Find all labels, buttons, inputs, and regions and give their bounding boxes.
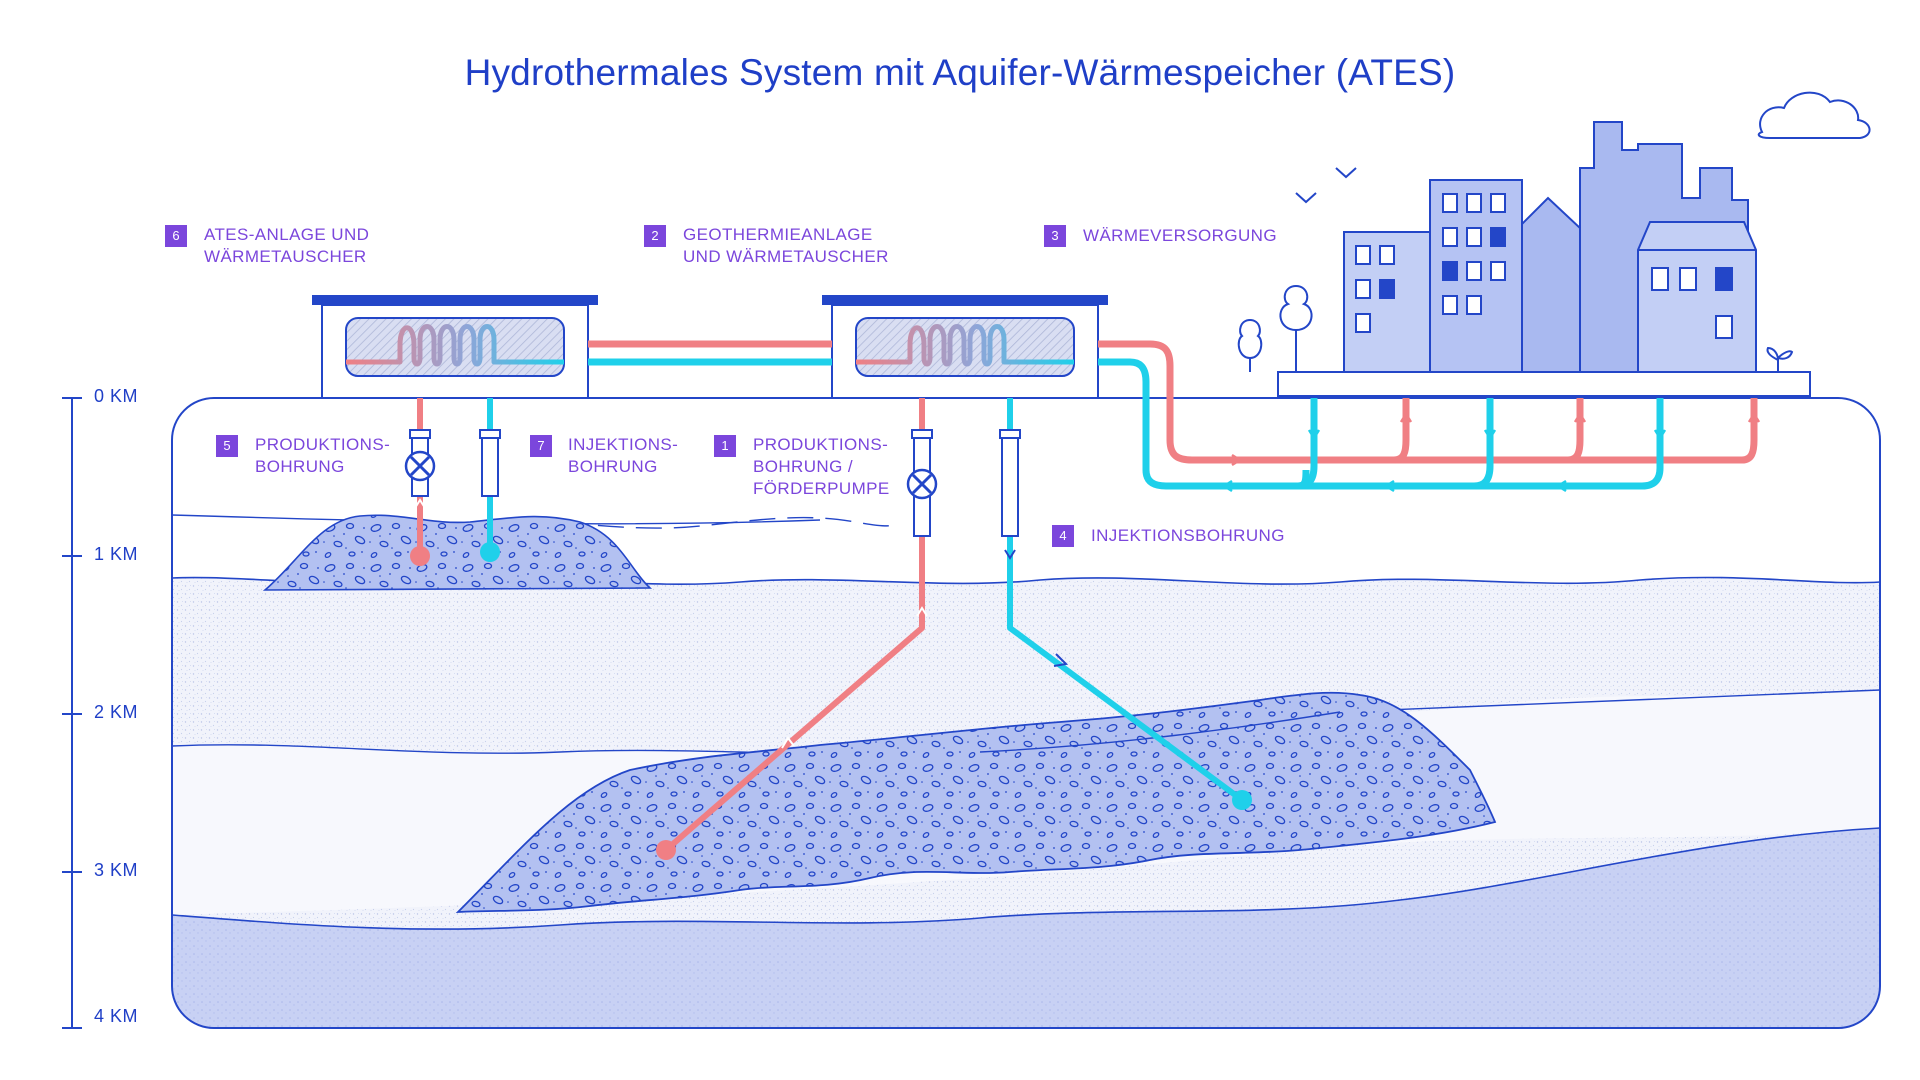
label-ates-plant: ATES-ANLAGE UND WÄRMETAUSCHER: [204, 224, 369, 268]
heat-exchanger-coil-icon: [856, 324, 1074, 367]
bird-icon: [1295, 192, 1317, 204]
geothermal-injection-well: [999, 398, 1252, 810]
label-line: INJEKTIONS-: [568, 435, 679, 454]
depth-scale: [62, 397, 82, 1029]
label-line: WÄRMETAUSCHER: [204, 247, 367, 266]
label-line: BOHRUNG: [568, 457, 658, 476]
depth-label-4: 4 KM: [94, 1006, 139, 1026]
city: [1277, 121, 1811, 397]
plant-icon: [1766, 346, 1794, 372]
deep-aquifer: [455, 691, 1497, 914]
depth-label-1: 1 KM: [94, 544, 139, 564]
label-line: BOHRUNG /: [753, 457, 853, 476]
label-badge-5: 5: [216, 435, 238, 457]
label-line: GEOTHERMIEANLAGE: [683, 225, 873, 244]
heat-exchanger-coil-icon: [346, 324, 564, 367]
label-line: INJEKTIONSBOHRUNG: [1091, 526, 1285, 545]
flow-arrows: [1221, 411, 1761, 493]
diagram-title: Hydrothermales System mit Aquifer-Wärmes…: [464, 52, 1456, 93]
label-ates-production-well: PRODUKTIONS- BOHRUNG: [255, 434, 390, 478]
subsurface: [172, 398, 1880, 1028]
label-heat-supply: WÄRMEVERSORGUNG: [1083, 225, 1277, 247]
label-geothermal-injection-well: INJEKTIONSBOHRUNG: [1091, 525, 1285, 547]
pump-icon: [906, 468, 938, 500]
pump-icon: [404, 450, 436, 482]
label-geothermal-production-well: PRODUKTIONS- BOHRUNG / FÖRDERPUMPE: [753, 434, 890, 500]
bird-icon: [1335, 167, 1357, 179]
label-line: BOHRUNG: [255, 457, 345, 476]
label-badge-4: 4: [1052, 525, 1074, 547]
label-badge-1: 1: [714, 435, 736, 457]
geothermal-production-well: [656, 398, 938, 860]
shallow-aquifer: [262, 514, 653, 591]
tree-icon: [1237, 284, 1313, 372]
plant-connection-pipes: [588, 340, 832, 366]
district-heating-network: [1098, 340, 1758, 490]
depth-label-0: 0 KM: [94, 386, 139, 406]
label-line: WÄRMEVERSORGUNG: [1083, 226, 1277, 245]
label-badge-2: 2: [644, 225, 666, 247]
deep-layer: [172, 828, 1880, 1028]
label-line: UND WÄRMETAUSCHER: [683, 247, 889, 266]
label-line: PRODUKTIONS-: [255, 435, 391, 454]
cloud-icon: [1757, 91, 1871, 139]
label-geothermal-plant: GEOTHERMIEANLAGE UND WÄRMETAUSCHER: [683, 224, 889, 268]
label-badge-3: 3: [1044, 225, 1066, 247]
label-line: PRODUKTIONS-: [753, 435, 889, 454]
label-line: FÖRDERPUMPE: [753, 479, 890, 498]
ates-production-well: [404, 398, 436, 566]
depth-label-2: 2 KM: [94, 702, 139, 722]
label-badge-6: 6: [165, 225, 187, 247]
label-badge-7: 7: [530, 435, 552, 457]
ates-injection-well: [479, 398, 501, 562]
depth-label-3: 3 KM: [94, 860, 139, 880]
label-line: ATES-ANLAGE UND: [204, 225, 370, 244]
label-ates-injection-well: INJEKTIONS- BOHRUNG: [568, 434, 678, 478]
